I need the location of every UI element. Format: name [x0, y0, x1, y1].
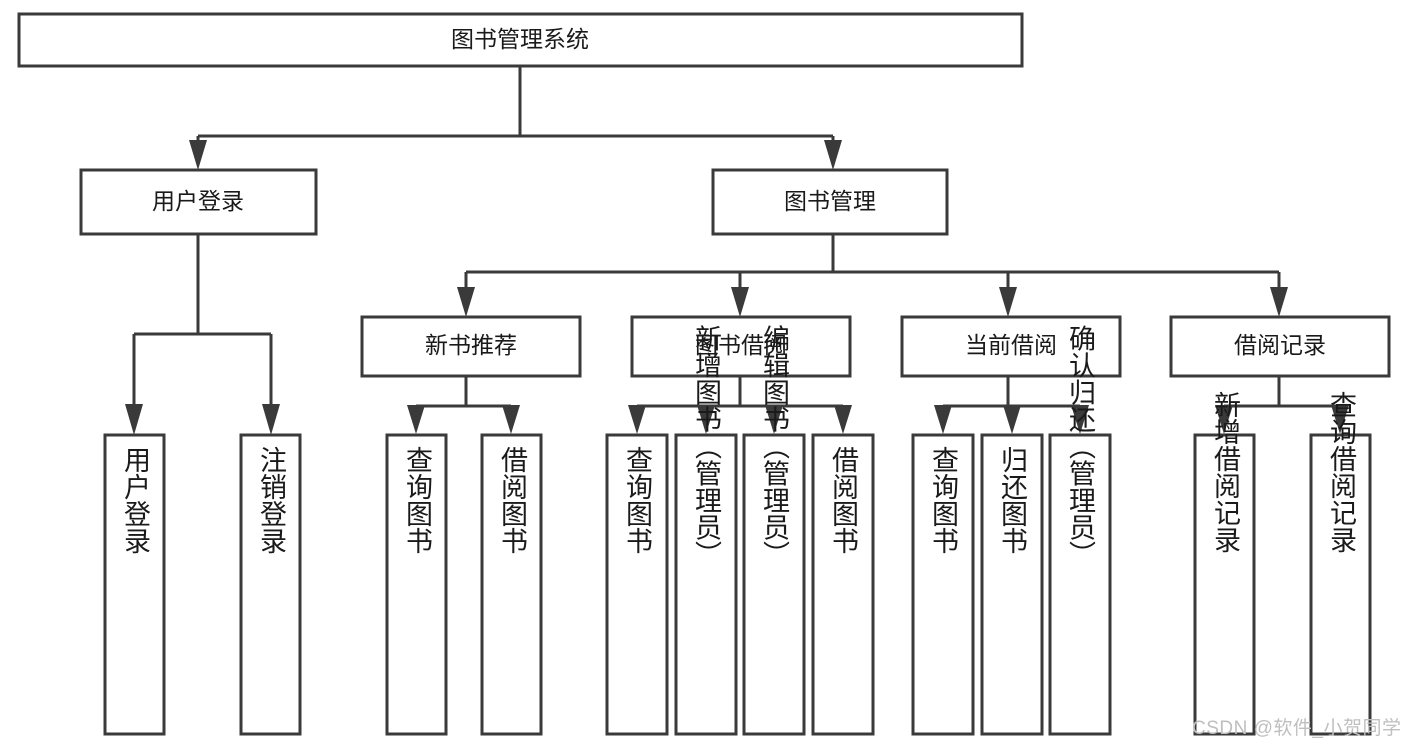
node-leaf-query-record-label: 查询借阅记录 [1326, 391, 1357, 553]
node-leaf-user-login-box[interactable] [103, 433, 166, 736]
arrow-head-user-login [189, 140, 207, 170]
arrow-head-leaf-borrow-book-2 [834, 405, 852, 434]
node-leaf-user-login-label: 用户登录 [120, 446, 151, 554]
arrow-head-leaf-query-book-3 [934, 405, 952, 434]
arrow-head-leaf-query-record [1331, 405, 1349, 434]
node-leaf-confirm-return-label: 确认归还（管理员） [1065, 324, 1096, 567]
arrow-head-leaf-return-book [1003, 405, 1021, 434]
node-leaf-return-book-label: 归还图书 [997, 446, 1028, 554]
node-borrow-record-label: 借阅记录 [1234, 332, 1326, 358]
node-new-book-recommend-box[interactable] [360, 315, 582, 378]
arrow-head-leaf-logout-login [262, 404, 280, 435]
node-new-book-recommend-label: 新书推荐 [425, 332, 517, 358]
node-leaf-query-book-3-label: 查询图书 [928, 446, 959, 554]
arrow-head-new-book-recommend [457, 287, 475, 317]
node-leaf-query-record-box[interactable] [1309, 433, 1372, 736]
node-leaf-query-book-3-box[interactable] [911, 433, 975, 736]
arrow-head-leaf-add-record [1215, 405, 1233, 434]
node-leaf-borrow-book-2-label: 借阅图书 [828, 446, 859, 554]
node-leaf-borrow-book-1[interactable]: 借阅图书 [480, 433, 543, 736]
node-borrow-record[interactable]: 借阅记录 [1169, 315, 1391, 378]
node-leaf-borrow-book-1-box[interactable] [480, 433, 543, 736]
node-leaf-edit-book-label: 编辑图书（管理员） [759, 324, 790, 567]
node-leaf-borrow-book-2[interactable]: 借阅图书 [811, 433, 875, 736]
arrow-head-current-borrow [999, 287, 1017, 317]
node-leaf-return-book-box[interactable] [980, 433, 1044, 736]
node-book-management[interactable]: 图书管理 [711, 168, 949, 236]
node-leaf-borrow-book-2-box[interactable] [811, 433, 875, 736]
node-root-box[interactable] [17, 12, 1024, 68]
node-leaf-confirm-return[interactable]: 确认归还（管理员） [1048, 324, 1112, 736]
node-leaf-add-book[interactable]: 新增图书（管理员） [674, 324, 738, 736]
node-user-login-box[interactable] [79, 168, 318, 236]
node-book-borrow[interactable]: 图书借阅 [630, 315, 852, 378]
node-leaf-confirm-return-box[interactable] [1048, 433, 1112, 736]
arrow-head-book-borrow [731, 287, 749, 317]
node-leaf-query-book-2-label: 查询图书 [622, 446, 653, 554]
arrow-head-leaf-query-book-2 [628, 405, 646, 434]
node-borrow-record-box[interactable] [1169, 315, 1391, 378]
arrow-head-leaf-user-login [125, 404, 143, 435]
node-leaf-edit-book-box[interactable] [742, 433, 806, 736]
node-leaf-query-book-2-box[interactable] [605, 433, 669, 736]
arrow-head-leaf-borrow-book-1 [502, 405, 520, 434]
node-leaf-query-book-1[interactable]: 查询图书 [385, 433, 448, 736]
node-new-book-recommend[interactable]: 新书推荐 [360, 315, 582, 378]
node-leaf-user-login[interactable]: 用户登录 [103, 433, 166, 736]
node-leaf-add-book-label: 新增图书（管理员） [691, 324, 722, 567]
node-leaf-return-book[interactable]: 归还图书 [980, 433, 1044, 736]
node-leaf-add-record-box[interactable] [1193, 433, 1256, 736]
node-leaf-add-record-label: 新增借阅记录 [1210, 391, 1241, 553]
arrow-head-leaf-query-book-1 [407, 405, 425, 434]
node-leaf-edit-book[interactable]: 编辑图书（管理员） [742, 324, 806, 736]
node-leaf-query-book-1-box[interactable] [385, 433, 448, 736]
node-leaf-query-book-2[interactable]: 查询图书 [605, 433, 669, 736]
connector-layer [125, 66, 1349, 435]
node-current-borrow-label: 当前借阅 [965, 332, 1057, 358]
node-current-borrow[interactable]: 当前借阅 [900, 315, 1122, 378]
node-root-label: 图书管理系统 [451, 26, 589, 52]
node-leaf-logout-login-box[interactable] [239, 433, 302, 736]
node-book-borrow-box[interactable] [630, 315, 852, 378]
node-leaf-query-record[interactable]: 查询借阅记录 [1309, 391, 1372, 736]
node-leaf-logout-login-label: 注销登录 [256, 446, 287, 554]
node-root[interactable]: 图书管理系统 [17, 12, 1024, 68]
node-leaf-query-book-3[interactable]: 查询图书 [911, 433, 975, 736]
node-book-borrow-label: 图书借阅 [695, 332, 787, 358]
arrow-head-leaf-add-book [697, 405, 715, 434]
node-leaf-borrow-book-1-label: 借阅图书 [497, 446, 528, 554]
node-current-borrow-box[interactable] [900, 315, 1122, 378]
node-leaf-logout-login[interactable]: 注销登录 [239, 433, 302, 736]
node-leaf-query-book-1-label: 查询图书 [402, 446, 433, 554]
arrow-head-borrow-record [1270, 287, 1288, 317]
node-leaf-add-book-box[interactable] [674, 433, 738, 736]
node-leaf-add-record[interactable]: 新增借阅记录 [1193, 391, 1256, 736]
arrow-head-leaf-confirm-return [1071, 405, 1089, 434]
node-book-management-box[interactable] [711, 168, 949, 236]
node-user-login[interactable]: 用户登录 [79, 168, 318, 236]
node-user-login-label: 用户登录 [152, 188, 244, 214]
arrow-head-leaf-edit-book [765, 405, 783, 434]
arrow-head-book-management [824, 140, 842, 170]
node-book-management-label: 图书管理 [784, 188, 876, 214]
